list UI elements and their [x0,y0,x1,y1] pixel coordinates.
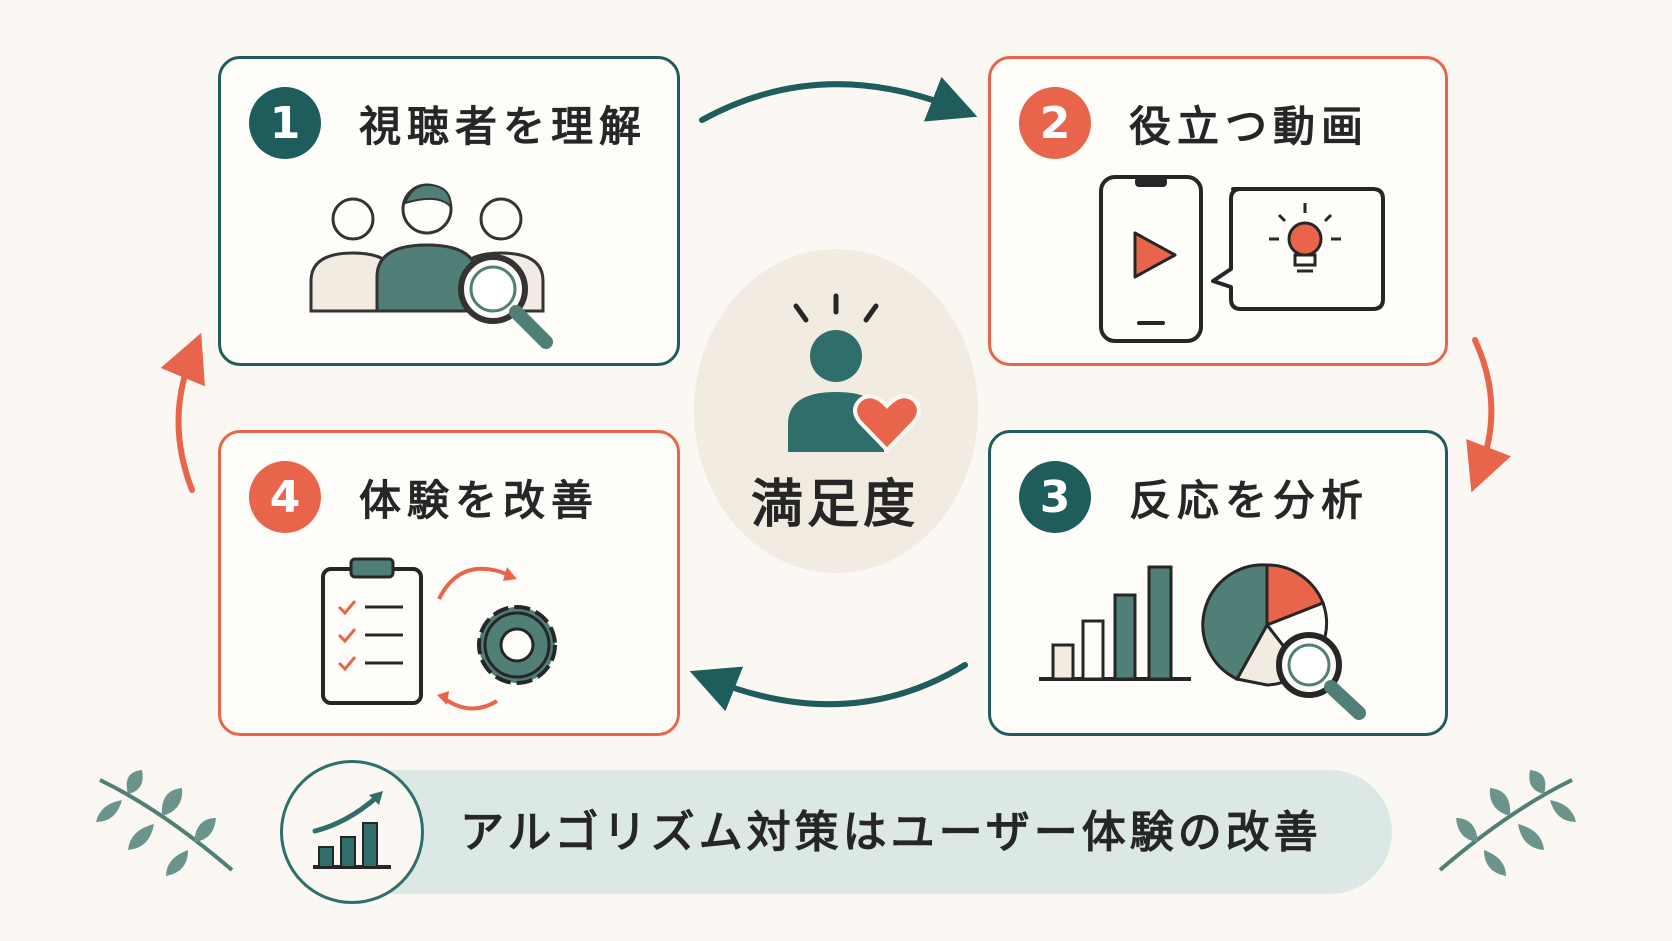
step-title: 役立つ動画 [1129,101,1370,151]
arrow-1-to-2 [699,76,978,123]
step-number-badge: 1 [249,87,321,159]
people-magnifier-icon [309,183,553,349]
arrow-4-to-1 [160,332,205,493]
leaf-branch-icon [1438,770,1576,876]
step-card-2: 2 役立つ動画 [988,56,1448,366]
step-number-badge: 3 [1019,461,1091,533]
step-title: 視聴者を理解 [359,101,648,151]
step-card-3: 3 反応を分析 [988,430,1448,736]
step-card-4: 4 体験を改善 [218,430,680,736]
step-number-badge: 2 [1019,87,1091,159]
arrow-2-to-3 [1466,337,1512,493]
step-number-badge: 4 [249,461,321,533]
satisfaction-center [694,249,978,573]
checklist-gear-icon [321,557,557,711]
bottom-banner [300,770,1392,894]
heart-person-icon [853,394,921,453]
center-title: 満足度 [750,475,919,535]
growth-chart-icon [312,791,391,869]
phone-video-lightbulb-icon [1099,175,1385,343]
step-header-3: 3 反応を分析 [1019,461,1369,533]
step-header-2: 2 役立つ動画 [1019,87,1369,159]
banner-text: アルゴリズム対策はユーザー体験の改善 [460,807,1322,858]
step-header-1: 1 視聴者を理解 [249,87,647,159]
growth-chart-badge [280,760,424,904]
arrow-3-to-4 [689,662,968,712]
step-title: 体験を改善 [359,475,600,525]
step-header-4: 4 体験を改善 [249,461,599,533]
leaf-branch-icon [96,770,234,876]
step-title: 反応を分析 [1129,475,1370,525]
step-card-1: 1 視聴者を理解 [218,56,680,366]
bar-pie-magnifier-icon [1039,563,1366,720]
